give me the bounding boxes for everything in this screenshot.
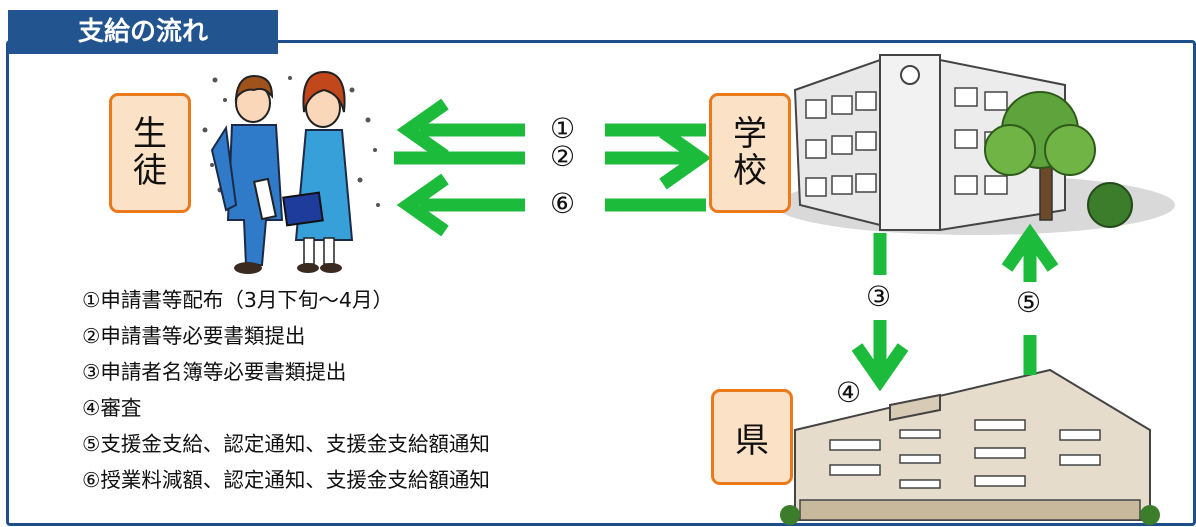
step-item-1: ①申請書等配布（3月下旬～4月） (82, 288, 393, 312)
step-item-5: ⑤支援金支給、認定通知、支援金支給額通知 (82, 432, 490, 456)
arrow-6-school-to-student (396, 173, 706, 237)
step-item-2: ②申請書等必要書類提出 (82, 324, 306, 348)
party-school-char-1: 学 (733, 113, 767, 154)
students-illustration (202, 70, 380, 274)
flow-arrows (394, 98, 1059, 392)
prefectural-office-illustration (780, 368, 1160, 525)
party-student-char-2: 徒 (133, 151, 167, 191)
school-building-illustration (775, 54, 1175, 235)
step-item-4: ④審査 (82, 396, 142, 420)
arrow-2-student-to-school (394, 126, 712, 190)
step-item-6: ⑥授業料減額、認定通知、支援金支給額通知 (82, 468, 490, 492)
party-student-char-1: 生 (133, 113, 167, 154)
flow-label-2: ② (550, 140, 576, 173)
party-prefecture: 県 (711, 389, 793, 485)
party-student: 生 徒 (109, 93, 191, 213)
flow-label-5: ⑤ (1016, 286, 1042, 319)
arrow-5-prefecture-to-school (1001, 223, 1059, 375)
arrow-3-school-to-prefecture (851, 233, 909, 392)
party-school: 学 校 (709, 93, 791, 213)
party-school-char-2: 校 (733, 151, 767, 191)
diagram-title: 支給の流れ (8, 10, 278, 54)
flow-label-1: ① (550, 112, 576, 145)
flow-label-3: ③ (866, 280, 892, 313)
arrow-1-school-to-student (396, 98, 706, 162)
flow-label-4: ④ (836, 376, 862, 409)
step-item-3: ③申請者名簿等必要書類提出 (82, 360, 347, 384)
flow-label-6: ⑥ (550, 187, 576, 220)
step-list: ①申請書等配布（3月下旬～4月） ②申請書等必要書類提出 ③申請者名簿等必要書類… (82, 282, 490, 498)
